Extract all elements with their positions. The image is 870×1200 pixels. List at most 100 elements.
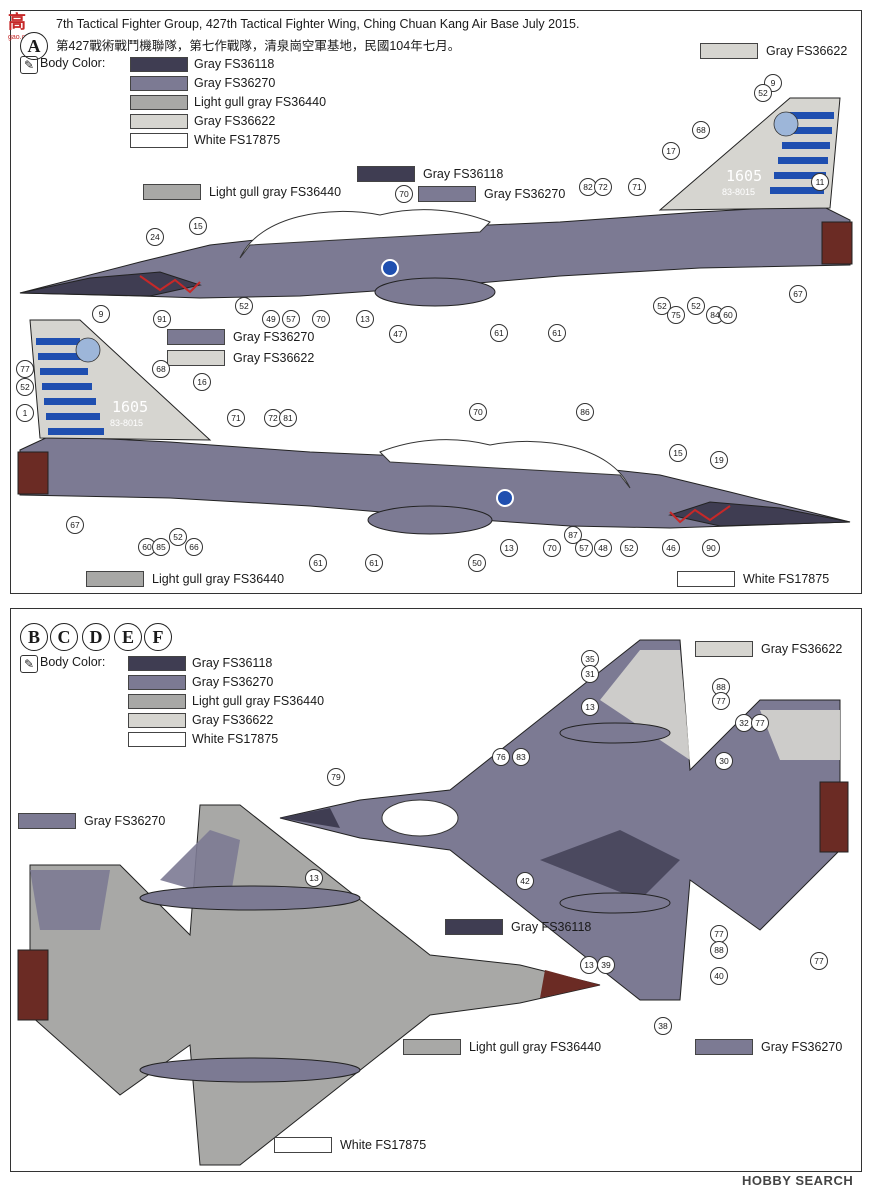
callout-a-lower-622-label: Gray FS36622 (233, 351, 315, 365)
legend-b-swatch-4 (128, 731, 186, 747)
decal-number: 46 (662, 539, 680, 557)
decal-number: 52 (653, 297, 671, 315)
wing-insignia-icon (773, 111, 799, 137)
decal-number: 85 (152, 538, 170, 556)
legend-b-swatch-3 (128, 712, 186, 728)
legend-b-row-3: Gray FS36622 (128, 712, 273, 728)
callout-b-left-270-swatch (18, 813, 76, 829)
decal-number: 57 (575, 539, 593, 557)
decal-number: 15 (669, 444, 687, 462)
callout-b-mid-118-label: Gray FS36118 (511, 920, 592, 934)
decal-number: 52 (16, 378, 34, 396)
legend-a-row-3: Gray FS36622 (130, 113, 275, 129)
decal-number: 79 (327, 768, 345, 786)
page-title: 7th Tactical Fighter Group, 427th Tactic… (56, 17, 580, 31)
callout-a-mid-118-swatch (357, 166, 415, 182)
callout-a-bottom-light-gull-label: Light gull gray FS36440 (152, 572, 285, 586)
decal-number: 77 (810, 952, 828, 970)
legend-a-row-2: Light gull gray FS36440 (130, 94, 326, 110)
callout-a-lower-270-label: Gray FS36270 (233, 330, 315, 344)
legend-b-row-4: White FS17875 (128, 731, 278, 747)
shark-mouth-icon (139, 275, 201, 294)
aircraft-a-bottom (17, 319, 851, 535)
decal-number: 30 (715, 752, 733, 770)
callout-b-bottom-white-swatch (274, 1137, 332, 1153)
scheme-badge-f: F (144, 623, 172, 651)
callout-a-lower-622-swatch (167, 350, 225, 366)
aircraft-top-view (279, 639, 849, 1001)
callout-b-top-right: Gray FS36622 (695, 641, 842, 657)
decal-number: 61 (490, 324, 508, 342)
callout-a-nose-label: Light gull gray FS36440 (209, 185, 342, 199)
callout-a-bottom-white-label: White FS17875 (743, 572, 830, 586)
legend-a-swatch-2 (130, 94, 188, 110)
decal-number: 31 (581, 665, 599, 683)
callout-b-bottom-right-270: Gray FS36270 (695, 1039, 842, 1055)
decal-number: 81 (279, 409, 297, 427)
legend-b-label-0: Gray FS36118 (192, 656, 273, 670)
legend-b-row-1: Gray FS36270 (128, 674, 273, 690)
aircraft-bottom-view (17, 804, 601, 1166)
decal-number: 17 (662, 142, 680, 160)
callout-b-bottom-light-gull: Light gull gray FS36440 (403, 1039, 601, 1055)
decal-number: 13 (356, 310, 374, 328)
decal-number: 42 (516, 872, 534, 890)
callout-b-bottom-light-gull-swatch (403, 1039, 461, 1055)
tail-stripes-top (770, 112, 834, 194)
legend-a-label-1: Gray FS36270 (194, 76, 276, 90)
decal-number: 66 (185, 538, 203, 556)
callout-b-mid-118: Gray FS36118 (445, 919, 591, 935)
roundel-icon-bottom (496, 489, 514, 507)
scheme-badge-a: A (20, 32, 48, 60)
decal-number: 77 (710, 925, 728, 943)
callout-a-bottom-light-gull: Light gull gray FS36440 (86, 571, 284, 587)
decal-number: 52 (169, 528, 187, 546)
shark-mouth-icon-bottom (669, 505, 731, 524)
scheme-badge-e: E (114, 623, 142, 651)
decal-number: 48 (594, 539, 612, 557)
legend-a-label-3: Gray FS36622 (194, 114, 276, 128)
legend-b-label-4: White FS17875 (192, 732, 279, 746)
decal-number: 75 (667, 306, 685, 324)
decal-number: 13 (305, 869, 323, 887)
decal-number: 72 (264, 409, 282, 427)
callout-b-bottom-right-270-label: Gray FS36270 (761, 1040, 843, 1054)
callout-a-top-right-label: Gray FS36622 (766, 44, 848, 58)
decal-number: 76 (492, 748, 510, 766)
legend-a-swatch-1 (130, 75, 188, 91)
serial-top-sub: 83-8015 (722, 187, 756, 197)
callout-a-bottom-light-gull-swatch (86, 571, 144, 587)
serial-bottom: 1605 (112, 398, 149, 416)
tail-stripes-bottom (36, 338, 104, 435)
legend-a-swatch-0 (130, 56, 188, 72)
decal-number: 83 (512, 748, 530, 766)
decal-number: 61 (365, 554, 383, 572)
body-color-label-a: Body Color: (40, 56, 106, 70)
decal-number: 70 (312, 310, 330, 328)
legend-a-row-4: White FS17875 (130, 132, 280, 148)
legend-a-label-0: Gray FS36118 (194, 57, 275, 71)
aircraft-a-top (19, 97, 853, 307)
decal-number: 71 (628, 178, 646, 196)
decal-number: 52 (620, 539, 638, 557)
decal-number: 70 (395, 185, 413, 203)
body-color-label-bcdef: Body Color: (40, 655, 106, 669)
page-subtitle: 第427戰術戰鬥機聯隊，第七作戰隊，清泉崗空軍基地，民國104年七月。 (56, 39, 461, 53)
decal-number: 91 (153, 310, 171, 328)
callout-b-bottom-right-270-swatch (695, 1039, 753, 1055)
decal-number: 60 (719, 306, 737, 324)
decal-number: 50 (468, 554, 486, 572)
legend-a-label-4: White FS17875 (194, 133, 281, 147)
decal-number: 38 (654, 1017, 672, 1035)
decal-number: 52 (235, 297, 253, 315)
watermark: HOBBY SEARCH (742, 1173, 854, 1188)
callout-a-bottom-white-swatch (677, 571, 735, 587)
legend-b-label-3: Gray FS36622 (192, 713, 274, 727)
serial-top: 1605 (726, 167, 763, 185)
callout-b-left-270-label: Gray FS36270 (84, 814, 166, 828)
callout-a-mid-270-label: Gray FS36270 (484, 187, 566, 201)
scheme-badge-d: D (82, 623, 110, 651)
serial-bottom-sub: 83-8015 (110, 418, 144, 428)
decal-number: 72 (594, 178, 612, 196)
